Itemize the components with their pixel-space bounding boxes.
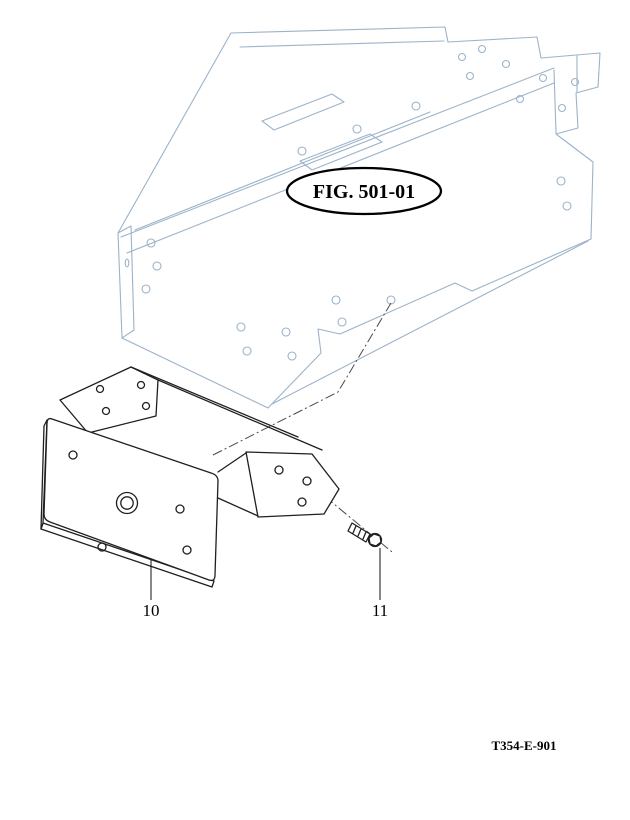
frame-cross-member	[261, 93, 345, 131]
alignment-dash-lines	[212, 302, 393, 553]
bracket-channel-edge	[157, 379, 323, 451]
bracket-channel-edge	[217, 497, 259, 517]
gusset-hole	[297, 497, 307, 507]
frame-hole	[124, 258, 130, 268]
frame-inner-line	[134, 111, 431, 231]
frame-hole	[352, 124, 362, 134]
gusset-hole	[95, 384, 105, 394]
alignment-centerline	[212, 302, 392, 456]
frame-hole	[411, 101, 421, 111]
gusset-hole	[302, 476, 312, 486]
gusset-hole	[136, 380, 146, 390]
frame-hole	[477, 44, 487, 54]
frame-assembly	[117, 26, 601, 409]
frame-inner-line	[120, 67, 555, 238]
frame-hole	[331, 295, 341, 305]
frame-hole	[556, 176, 566, 186]
bracket-channel-edge	[217, 452, 247, 473]
frame-hole	[457, 52, 467, 62]
bracket-left-gusset	[59, 366, 159, 434]
bolt-thread	[362, 531, 367, 540]
fig-ref-label: FIG. 501-01	[313, 181, 415, 203]
frame-hole	[570, 77, 580, 87]
gusset-hole	[101, 406, 111, 416]
frame-hole	[141, 284, 151, 294]
frame-holes	[124, 44, 580, 361]
bolt-head-hex	[368, 533, 382, 547]
frame-hole	[146, 238, 156, 248]
frame-hole	[538, 73, 548, 83]
frame-hole	[236, 322, 246, 332]
fig-ref-callout: FIG. 501-01	[285, 166, 443, 216]
bracket-channel-edge	[130, 366, 299, 438]
part-number-10-label: 10	[143, 601, 160, 620]
part-number-11-label: 11	[372, 601, 388, 620]
frame-hole	[557, 103, 567, 113]
plate-hole	[175, 504, 185, 514]
frame-hole	[515, 94, 525, 104]
fig-ref-ellipse	[285, 166, 443, 216]
bolt-part-11	[347, 522, 383, 548]
bracket-right-gusset	[245, 451, 340, 518]
frame-inner-line	[239, 40, 445, 48]
frame-cross-member	[299, 133, 383, 171]
frame-hole	[337, 317, 347, 327]
frame-hole	[281, 327, 291, 337]
frame-hole	[465, 71, 475, 81]
frame-hole	[562, 201, 572, 211]
frame-end-section-line	[117, 225, 135, 339]
frame-hole	[242, 346, 252, 356]
frame-inner-line	[553, 69, 557, 134]
frame-hole	[152, 261, 162, 271]
gusset-hole	[141, 401, 151, 411]
plate-hole	[68, 450, 78, 460]
frame-hole	[501, 59, 511, 69]
plate-hole	[97, 542, 107, 552]
doc-code-label: T354-E-901	[492, 738, 557, 753]
frame-mount-hole	[386, 295, 396, 305]
bracket-part-10	[40, 366, 340, 588]
frame-hole	[287, 351, 297, 361]
plate-hole	[182, 545, 192, 555]
bolt-thread	[352, 525, 357, 534]
gusset-hole	[274, 465, 284, 475]
frame-hole	[297, 146, 307, 156]
frame-outline	[117, 26, 601, 409]
frame-lower-flange-line	[271, 240, 589, 405]
plate-boss	[115, 491, 139, 515]
plate-boss-inner	[120, 496, 134, 510]
bolt-thread	[357, 528, 362, 537]
